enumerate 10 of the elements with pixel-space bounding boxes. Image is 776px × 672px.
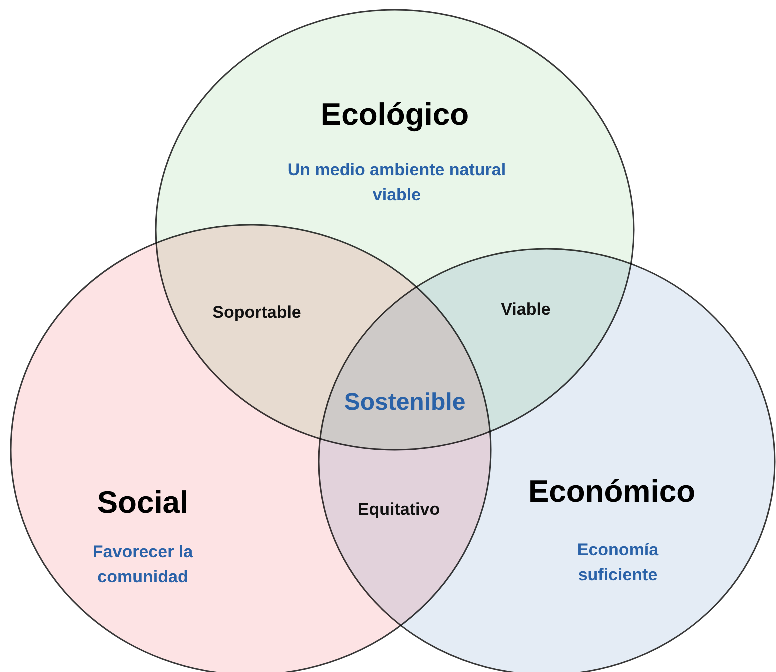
circle-description: Un medio ambiente natural viable	[287, 159, 507, 206]
overlap-label: Viable	[501, 300, 551, 320]
circle-heading: Social	[97, 485, 189, 521]
overlap-label: Equitativo	[358, 500, 440, 520]
circle-description: Favorecer la comunidad	[92, 541, 194, 588]
circle-heading: Ecológico	[320, 97, 470, 133]
circle-heading: Económico	[528, 474, 696, 510]
circle-description: Economía suficiente	[576, 539, 660, 586]
overlap-label: Soportable	[212, 303, 302, 323]
overlap-label: Sostenible	[344, 389, 466, 417]
